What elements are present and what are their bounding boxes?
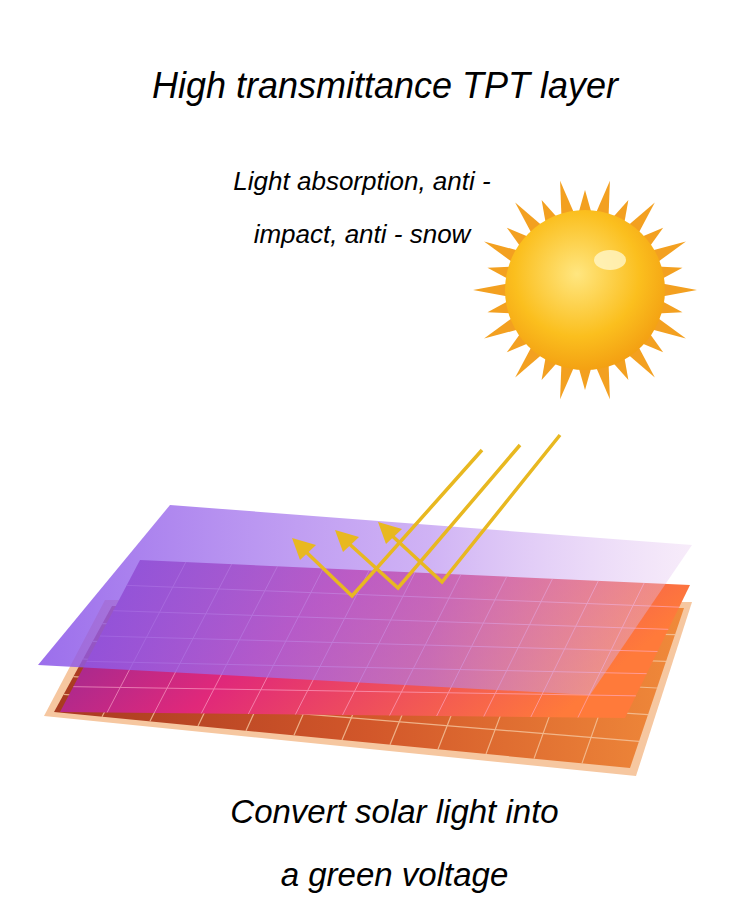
light-rays <box>302 435 560 596</box>
feature-note: Light absorption, anti - impact, anti - … <box>192 155 532 261</box>
diagram-caption: Convert solar light into a green voltage <box>222 780 567 899</box>
sun <box>473 181 697 399</box>
diagram-title: High transmittance TPT layer <box>10 64 750 108</box>
ray-arrowheads <box>292 522 402 560</box>
tpt-layer <box>38 505 692 695</box>
